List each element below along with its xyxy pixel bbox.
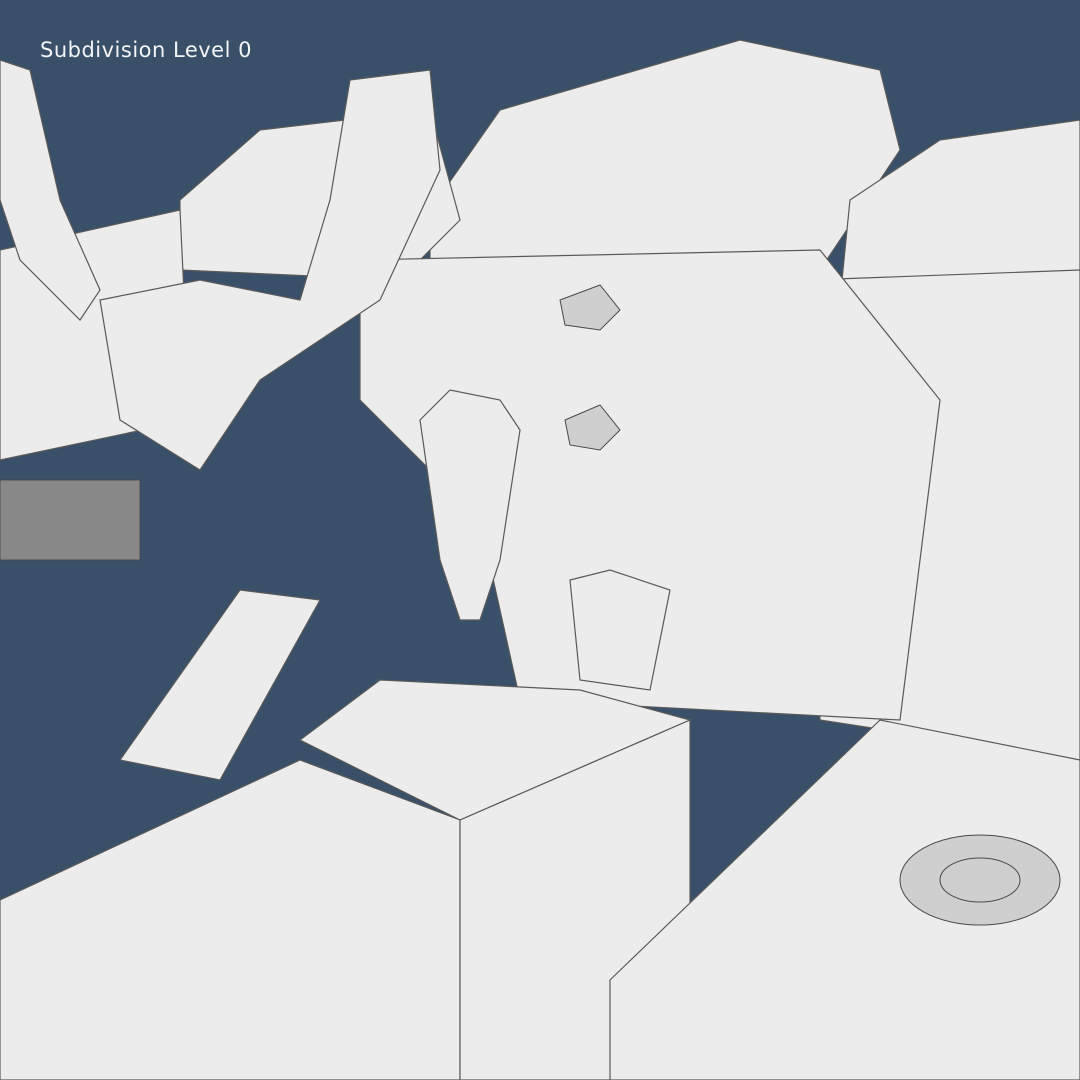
dial-2 — [564, 404, 621, 451]
canopy-dome — [429, 39, 901, 271]
left-arm — [0, 59, 101, 321]
main-console — [359, 249, 941, 721]
dial-1 — [559, 284, 621, 331]
front-left-panel — [0, 759, 461, 1080]
joystick-base — [298, 679, 692, 821]
front-right-panel — [609, 719, 1080, 1080]
vent-grille — [0, 479, 141, 561]
subdivision-level-label: Subdivision Level 0 — [40, 38, 252, 62]
side-keypad — [118, 589, 321, 781]
robot-arm — [99, 69, 441, 471]
seat — [569, 569, 671, 691]
joystick-grip — [419, 389, 521, 621]
